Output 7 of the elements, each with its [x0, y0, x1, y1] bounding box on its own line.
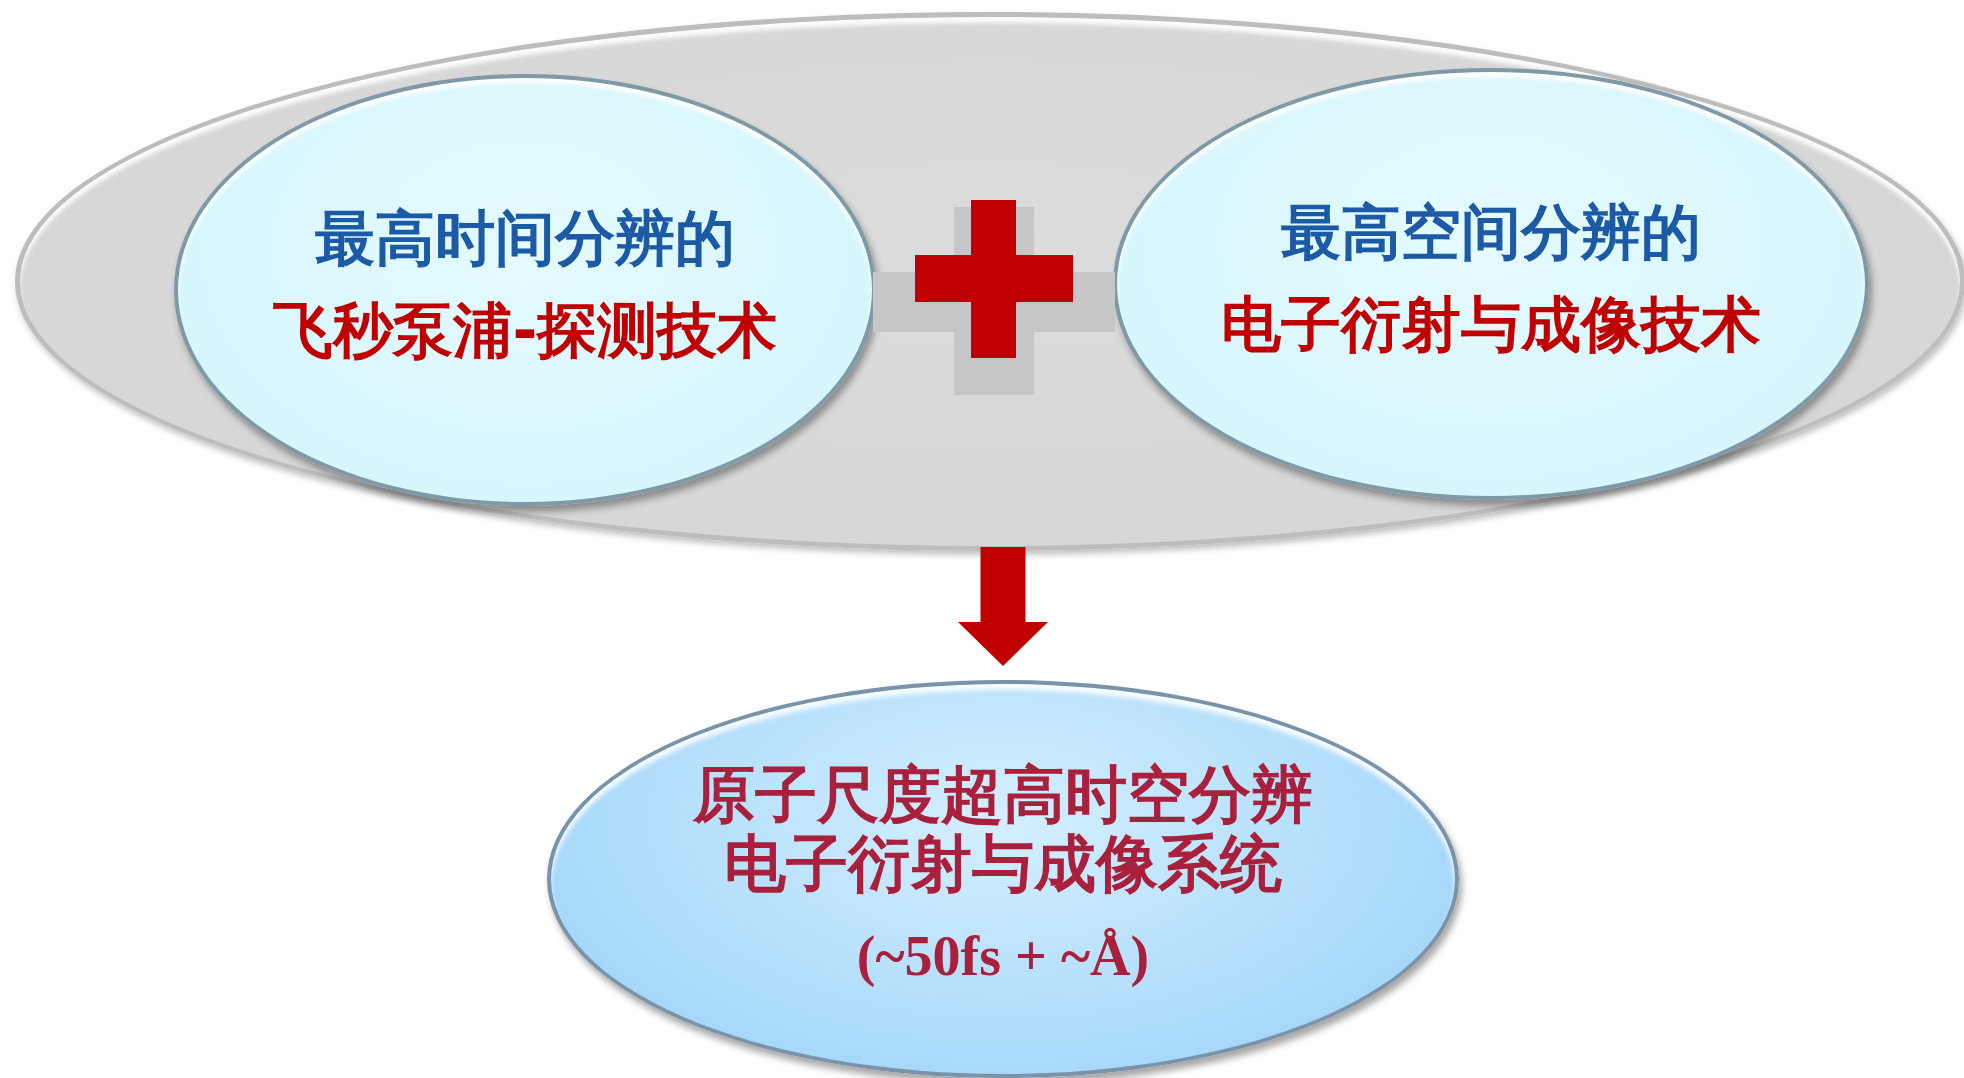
resolution-text: (~50fs + ~Å)	[856, 923, 1150, 989]
title-text: 最高空间分辨的	[1281, 196, 1701, 268]
title-text: 最高时间分辨的	[315, 202, 735, 274]
arrow	[958, 547, 1048, 666]
subtitle-text: 飞秒泵浦-探测技术	[272, 294, 778, 366]
title-text: 原子尺度超高时空分辨电子衍射与成像系统	[691, 760, 1314, 899]
subtitle-text: 电子衍射与成像技术	[1221, 288, 1761, 360]
